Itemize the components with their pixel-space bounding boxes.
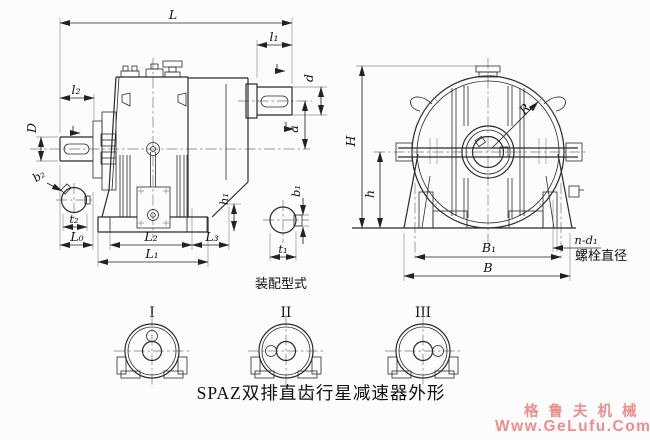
flange-bar xyxy=(395,142,583,162)
drawing-caption: SPAZ双排直齿行星减速器外形 xyxy=(197,383,446,403)
ribs-and-pad xyxy=(119,152,188,229)
side-plug xyxy=(146,142,160,156)
dim-label-a: a xyxy=(286,125,301,132)
input-shaft-section xyxy=(60,183,91,214)
dim-label-D: D xyxy=(24,123,39,134)
front-view-body xyxy=(352,65,584,229)
assembly-type-2: II xyxy=(248,305,324,388)
front-view-dimensions: H h R B₁ B n-d₁ 螺栓直径 xyxy=(343,65,627,279)
section-marks xyxy=(70,64,295,136)
dim-label-d: d xyxy=(301,74,316,82)
hub xyxy=(461,125,515,179)
assembly-types-row: I II III xyxy=(114,305,461,388)
dim-label-b2: b₂ xyxy=(30,166,48,185)
front-view-extension-lines xyxy=(356,65,571,281)
dim-label-L1: L₁ xyxy=(144,246,158,261)
dim-label-t1: t₁ xyxy=(278,242,287,256)
vertical-ribs xyxy=(451,86,525,218)
dim-label-L3: L₃ xyxy=(204,229,218,244)
top-cap xyxy=(475,65,501,78)
assembly-type-1: I xyxy=(114,305,190,388)
watermark-brand: 格鲁夫机械 xyxy=(524,402,647,420)
dim-label-l1: l₁ xyxy=(269,29,278,44)
output-shaft xyxy=(245,83,293,119)
legs-and-feet xyxy=(352,153,584,229)
dim-label-L2: L₂ xyxy=(143,229,157,244)
watermark-url: Www.GeLufu.Com xyxy=(495,418,650,435)
assembly-type-2-label: II xyxy=(281,305,292,321)
lifting-lugs xyxy=(410,96,566,112)
side-view: L l₁ l₂ D b₂ t₂ L₀ L₂ L₃ L₁ d a h₁ xyxy=(24,7,327,291)
side-view-body xyxy=(59,60,295,233)
dim-label-R: R xyxy=(515,100,533,118)
output-shaft-section xyxy=(269,206,303,234)
base-foot xyxy=(97,216,209,233)
dim-label-b1: b₁ xyxy=(289,185,303,197)
side-view-dimensions: L l₁ l₂ D b₂ t₂ L₀ L₂ L₃ L₁ d a h₁ xyxy=(24,7,324,291)
front-view: H h R B₁ B n-d₁ 螺栓直径 xyxy=(343,58,627,281)
dim-label-H: H xyxy=(343,134,358,147)
assembly-type-3: III xyxy=(385,305,461,388)
dim-label-B: B xyxy=(482,260,492,275)
dim-label-h: h xyxy=(362,190,377,198)
input-shaft xyxy=(59,136,93,162)
dim-label-t2: t₂ xyxy=(69,212,79,226)
dim-label-h1: h₁ xyxy=(217,193,231,205)
assembly-type-3-label: III xyxy=(415,305,431,321)
assembly-note: 装配型式 xyxy=(255,276,307,291)
dim-label-L0: L₀ xyxy=(69,229,83,244)
dim-label-L: L xyxy=(168,7,177,22)
dim-label-B1: B₁ xyxy=(481,240,496,255)
watermark: 格鲁夫机械 Www.GeLufu.Com xyxy=(495,402,650,435)
assembly-type-1-label: I xyxy=(149,305,154,321)
dim-label-nd1: n-d₁ xyxy=(574,233,597,247)
dim-label-l2: l₂ xyxy=(71,82,80,97)
top-covers xyxy=(120,60,183,78)
handling-slots xyxy=(121,92,187,107)
bolt-diameter-note: 螺栓直径 xyxy=(575,248,627,263)
front-view-centerlines xyxy=(374,58,586,261)
